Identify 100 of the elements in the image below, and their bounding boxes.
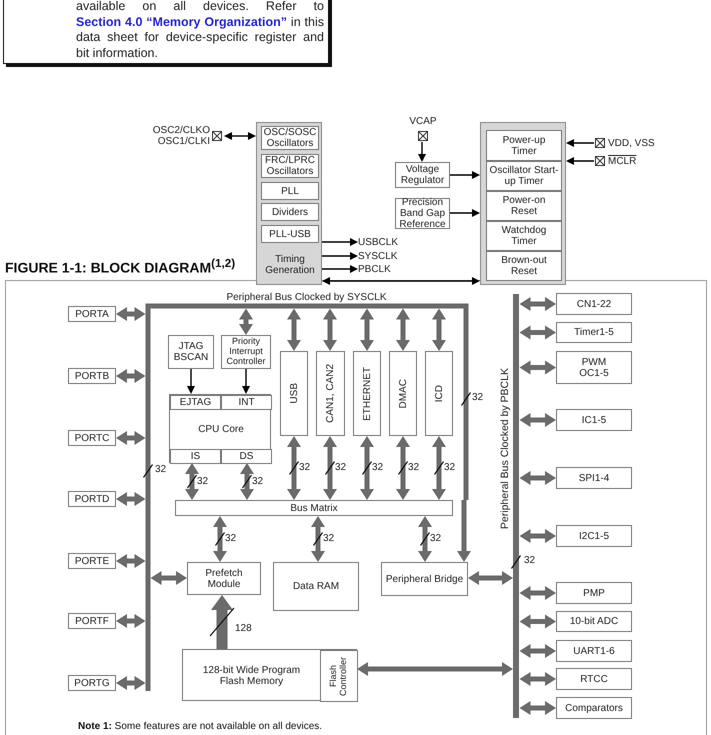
figure-note: Note 1: Some features are not available on all devices. [78, 721, 322, 732]
arrow [322, 252, 358, 260]
block-box [486, 130, 562, 161]
arrow [450, 209, 480, 217]
double-arrow [520, 327, 556, 338]
double-arrow [520, 472, 556, 484]
block-label: Priority Interrupt Controller [225, 337, 266, 367]
block-label: PLL [281, 186, 299, 196]
block-box [556, 611, 632, 632]
note-text: available on all devices. Refer to Section 4.0 “Memory Organization” in this data sheet for device-specific register and bit information. [76, 0, 324, 61]
double-arrow [312, 516, 324, 562]
double-arrow [116, 432, 146, 444]
block-box [170, 449, 221, 464]
group-box [480, 122, 566, 285]
block-box [175, 500, 453, 516]
block-label: Power-up Timer [502, 134, 546, 156]
signal-label: PBCLK [358, 264, 391, 274]
block-label: OSC/SOSC Oscillators [262, 127, 318, 149]
arrow [458, 500, 470, 562]
double-arrow [398, 436, 408, 500]
double-arrow [520, 646, 556, 656]
double-arrow [240, 308, 252, 335]
block-box [556, 525, 632, 547]
block-label: PORTF [75, 616, 109, 626]
link: Section 4.0 “Memory Organization” [76, 14, 288, 28]
block-label: JTAG BSCAN [172, 341, 210, 363]
double-arrow [322, 277, 480, 285]
pin-label: OSC2/CLKO OSC1/CLKI [152, 125, 210, 147]
block-box [68, 306, 116, 322]
double-arrow [324, 436, 336, 500]
block-box [395, 162, 450, 188]
block-label: DMAC [398, 378, 408, 408]
block-label: Timing Generation [264, 254, 316, 276]
pin-label: MCLR [608, 156, 636, 166]
block-label: Power-on Reset [502, 195, 546, 217]
bus-width-label: 32 [197, 476, 208, 486]
block-box [221, 395, 272, 410]
double-arrow [520, 616, 556, 627]
double-arrow [420, 516, 430, 562]
block-label: SPI1-4 [578, 472, 610, 484]
block-label: DS [240, 451, 254, 462]
block-label: Peripheral Bridge [386, 574, 464, 584]
block-box [169, 394, 271, 463]
double-arrow [520, 414, 556, 426]
block-box [68, 491, 116, 507]
bus-width-label: 32 [299, 463, 310, 473]
double-arrow [150, 572, 187, 584]
block-label: Precision Band Gap Reference [398, 197, 447, 230]
block-label: Voltage Regulator [400, 164, 446, 186]
block-label: INT [238, 397, 255, 408]
bus-width-label: 32 [444, 463, 456, 473]
double-arrow [214, 516, 226, 562]
block-label: PORTC [74, 432, 110, 444]
arrow [187, 369, 195, 394]
block-box [556, 640, 632, 662]
bus-width-label: 32 [225, 534, 236, 544]
block-box [556, 467, 632, 489]
block-label: IS [190, 451, 200, 462]
block-box [221, 335, 271, 369]
block-label: PLL-USB [269, 228, 311, 240]
block-label: I2C1-5 [578, 530, 609, 542]
arrow [322, 238, 358, 246]
double-arrow [224, 132, 256, 140]
block-box [389, 351, 417, 436]
double-arrow [362, 308, 372, 351]
block-label: Bus Matrix [290, 502, 338, 514]
double-arrow [434, 436, 444, 500]
arrow [322, 265, 358, 273]
block-label: PMP [583, 588, 605, 598]
block-label: UART1-6 [573, 646, 615, 656]
double-arrow [116, 308, 146, 320]
block-label: Dividers [272, 206, 308, 218]
block-box [187, 562, 261, 595]
double-arrow [186, 463, 198, 500]
block-label: IC1-5 [582, 414, 606, 426]
block-label: Watchdog Timer [500, 225, 548, 247]
block-label: RTCC [580, 674, 608, 684]
block-label: FRC/LPRC Oscillators [264, 155, 316, 177]
group-box [256, 122, 322, 285]
block-label: ETHERNET [362, 366, 372, 420]
double-arrow [288, 436, 300, 500]
double-arrow [520, 702, 556, 714]
double-arrow [116, 494, 146, 504]
block-label: CAN1, CAN2 [325, 364, 336, 423]
block-box [556, 582, 632, 604]
block-box [273, 562, 359, 611]
block-box [381, 562, 468, 596]
double-arrow [116, 370, 146, 382]
block-box [486, 191, 562, 221]
block-box [556, 322, 632, 343]
double-arrow [520, 530, 556, 542]
bus-width-label: 32 [155, 465, 166, 475]
block-box [68, 553, 116, 569]
bus-width-label: 32 [252, 476, 264, 486]
block-box [556, 293, 632, 315]
signal-label: USBCLK [358, 236, 398, 248]
double-arrow [357, 664, 513, 674]
signal-label: SYSCLK [358, 250, 398, 262]
arrow [418, 142, 426, 162]
block-box [261, 225, 319, 243]
